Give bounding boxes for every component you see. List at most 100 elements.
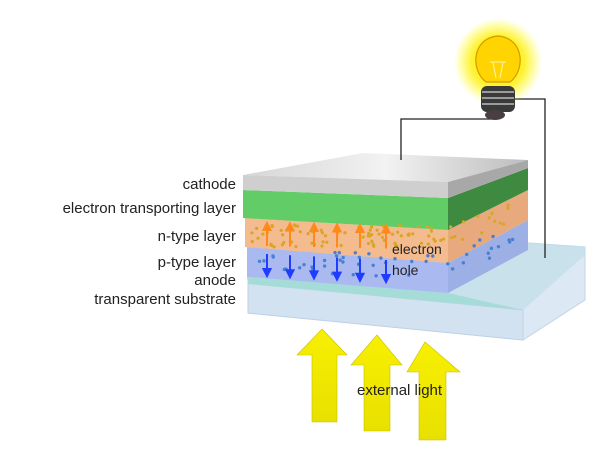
electron-particle [310, 241, 314, 245]
hole-particle [431, 254, 435, 258]
electron-particle [399, 234, 403, 238]
electron-particle [433, 239, 437, 243]
electron-particle [269, 242, 273, 246]
electron-particle [480, 231, 484, 235]
hole-particle [410, 259, 414, 264]
electron-particle [377, 232, 381, 236]
anode-layer [247, 277, 523, 310]
electron-particle [272, 245, 276, 249]
electron-particle [411, 232, 415, 236]
hole-particle [487, 256, 492, 260]
electron-particle [270, 224, 274, 229]
electron-particle [407, 233, 411, 237]
electron-particle [453, 235, 457, 239]
electron-particle [320, 244, 324, 248]
electron-particle [450, 235, 454, 240]
hole-particle [491, 234, 495, 239]
electron-particle [380, 235, 385, 239]
hole-particle [426, 253, 430, 258]
electron-particle [439, 238, 443, 242]
electron-particle [323, 234, 328, 238]
electron-particle [429, 226, 434, 231]
hole-particle [450, 267, 455, 271]
carrier-particles [250, 203, 515, 278]
electron-particle [476, 214, 480, 218]
hole-arrow-icon [284, 255, 296, 280]
electron-particle [369, 225, 374, 229]
hole-particle [489, 246, 494, 250]
hole-particle [271, 255, 275, 259]
electron-particle [281, 233, 285, 237]
hole-arrow-icon [380, 260, 392, 285]
electron-particle [250, 240, 254, 244]
electron-particle [298, 230, 302, 234]
hole-particle [393, 256, 397, 261]
electron-particle [501, 222, 506, 226]
hole-particle [341, 260, 345, 264]
electron-particle [487, 216, 491, 220]
light-arrow-3 [406, 341, 461, 441]
electron-particle [254, 226, 259, 230]
hole-particle [257, 259, 262, 264]
electron-particle [292, 223, 297, 227]
electron-particle [506, 206, 510, 210]
electron-particle [449, 225, 453, 229]
label-cathode: cathode [182, 176, 236, 193]
hole-particle [262, 259, 266, 263]
electron-arrow-icon [354, 222, 366, 248]
electron-particle [261, 232, 265, 236]
light-bulb-icon [454, 18, 542, 120]
hole-particle [510, 237, 515, 242]
electron-particle [320, 231, 324, 235]
electron-arrow-icon [284, 221, 296, 247]
label-electron: electron [392, 241, 442, 257]
electron-particle [321, 240, 325, 244]
hole-particle [496, 244, 501, 249]
electron-particle [493, 219, 497, 223]
electron-particle [441, 237, 446, 241]
electron-particle [366, 241, 371, 246]
light-arrow-2 [350, 334, 403, 432]
electron-particle [361, 235, 365, 239]
electron-particle [370, 233, 374, 237]
hole-arrow-icon [331, 257, 343, 282]
hole-particle [351, 273, 355, 277]
hole-particle [507, 240, 512, 244]
electron-particle [461, 220, 466, 224]
light-arrow-1 [296, 328, 348, 423]
electron-particle [429, 229, 434, 233]
hole-particle [322, 258, 327, 263]
p-type-layer [247, 220, 528, 293]
hole-arrow-icon [261, 254, 273, 279]
hole-particle [478, 238, 482, 242]
electron-particle [490, 211, 494, 215]
electron-particle [256, 236, 260, 240]
hole-particle [379, 256, 383, 260]
electron-particle [460, 237, 465, 241]
electron-particle [280, 243, 285, 247]
label-anode: anode [194, 272, 236, 289]
hole-particle [486, 251, 490, 255]
electron-particle [390, 232, 395, 236]
electron-particle [325, 240, 329, 244]
electron-particle [425, 225, 430, 229]
label-electron-transporting-layer: electron transporting layer [62, 200, 236, 217]
electron-arrow-icon [380, 223, 392, 249]
electron-particle [368, 228, 372, 232]
electron-particle [398, 223, 402, 228]
electron-particle [396, 230, 400, 234]
electron-arrow-icon [331, 222, 343, 248]
hole-particle [322, 264, 327, 268]
label-external-light: external light [357, 382, 443, 399]
hole-particle [334, 254, 339, 258]
electron-particle [319, 228, 323, 232]
electron-particle [427, 234, 431, 238]
electron-particle [416, 225, 421, 229]
hole-particle [472, 244, 476, 248]
electron-particle [370, 239, 374, 243]
external-light-arrows [296, 328, 461, 441]
electron-particle [343, 231, 347, 235]
electron-arrow-icon [261, 220, 273, 246]
